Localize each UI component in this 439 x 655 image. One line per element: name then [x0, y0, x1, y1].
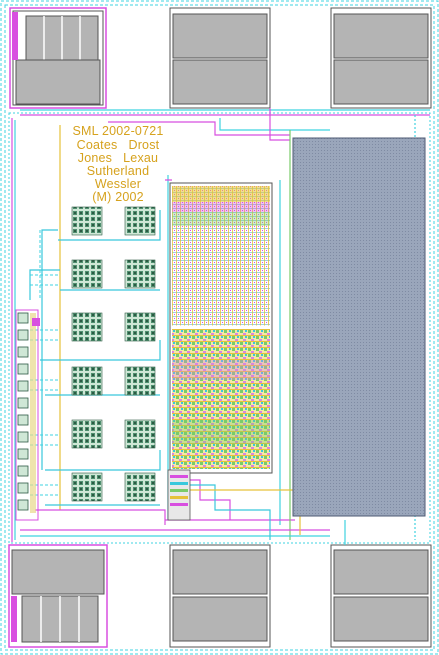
bond-pad-icon — [169, 7, 271, 109]
seal-ring — [8, 112, 431, 544]
credit-project: SML 2002-0721 — [72, 124, 164, 138]
via-array-icon — [124, 312, 156, 342]
credit-line-2: Jones Lexau — [77, 151, 159, 165]
bond-pad-icon — [330, 7, 432, 109]
logic-core-icon — [167, 182, 273, 521]
probe-pad-icon — [17, 397, 29, 409]
via-array-icon — [71, 206, 103, 236]
via-array-icon — [124, 472, 156, 502]
via-array-icon — [71, 312, 103, 342]
via-array-icon — [71, 259, 103, 289]
bond-pad-icon — [8, 544, 108, 648]
via-array-icon — [71, 472, 103, 502]
via-array-icon — [124, 366, 156, 396]
probe-pad-icon — [17, 499, 29, 511]
probe-pad-icon — [17, 380, 29, 392]
probe-pad-icon — [17, 448, 29, 460]
via-array-icon — [71, 419, 103, 449]
probe-pad-icon — [17, 329, 29, 341]
probe-pad-icon — [17, 346, 29, 358]
bond-pad-icon — [330, 544, 432, 648]
bond-pad-icon — [169, 544, 271, 648]
via-array-icon — [124, 206, 156, 236]
probe-pad-icon — [17, 465, 29, 477]
probe-pad-icon — [17, 312, 29, 324]
bond-pad-icon — [9, 7, 107, 109]
credit-line-1: Coates Drost — [76, 138, 160, 152]
via-array-grid — [71, 206, 156, 502]
probe-pad-column — [15, 309, 40, 521]
inner-guard-ring — [4, 4, 435, 651]
via-array-icon — [124, 259, 156, 289]
credit-line-5: (M) 2002 — [92, 190, 144, 204]
via-array-icon — [124, 419, 156, 449]
probe-pad-icon — [17, 482, 29, 494]
credit-line-4: Wessler — [94, 177, 142, 191]
credit-line-3: Sutherland — [86, 164, 150, 178]
probe-pad-icon — [17, 363, 29, 375]
via-array-icon — [71, 366, 103, 396]
probe-pad-icon — [17, 431, 29, 443]
probe-pad-icon — [17, 414, 29, 426]
capacitor-block-icon — [292, 137, 426, 517]
